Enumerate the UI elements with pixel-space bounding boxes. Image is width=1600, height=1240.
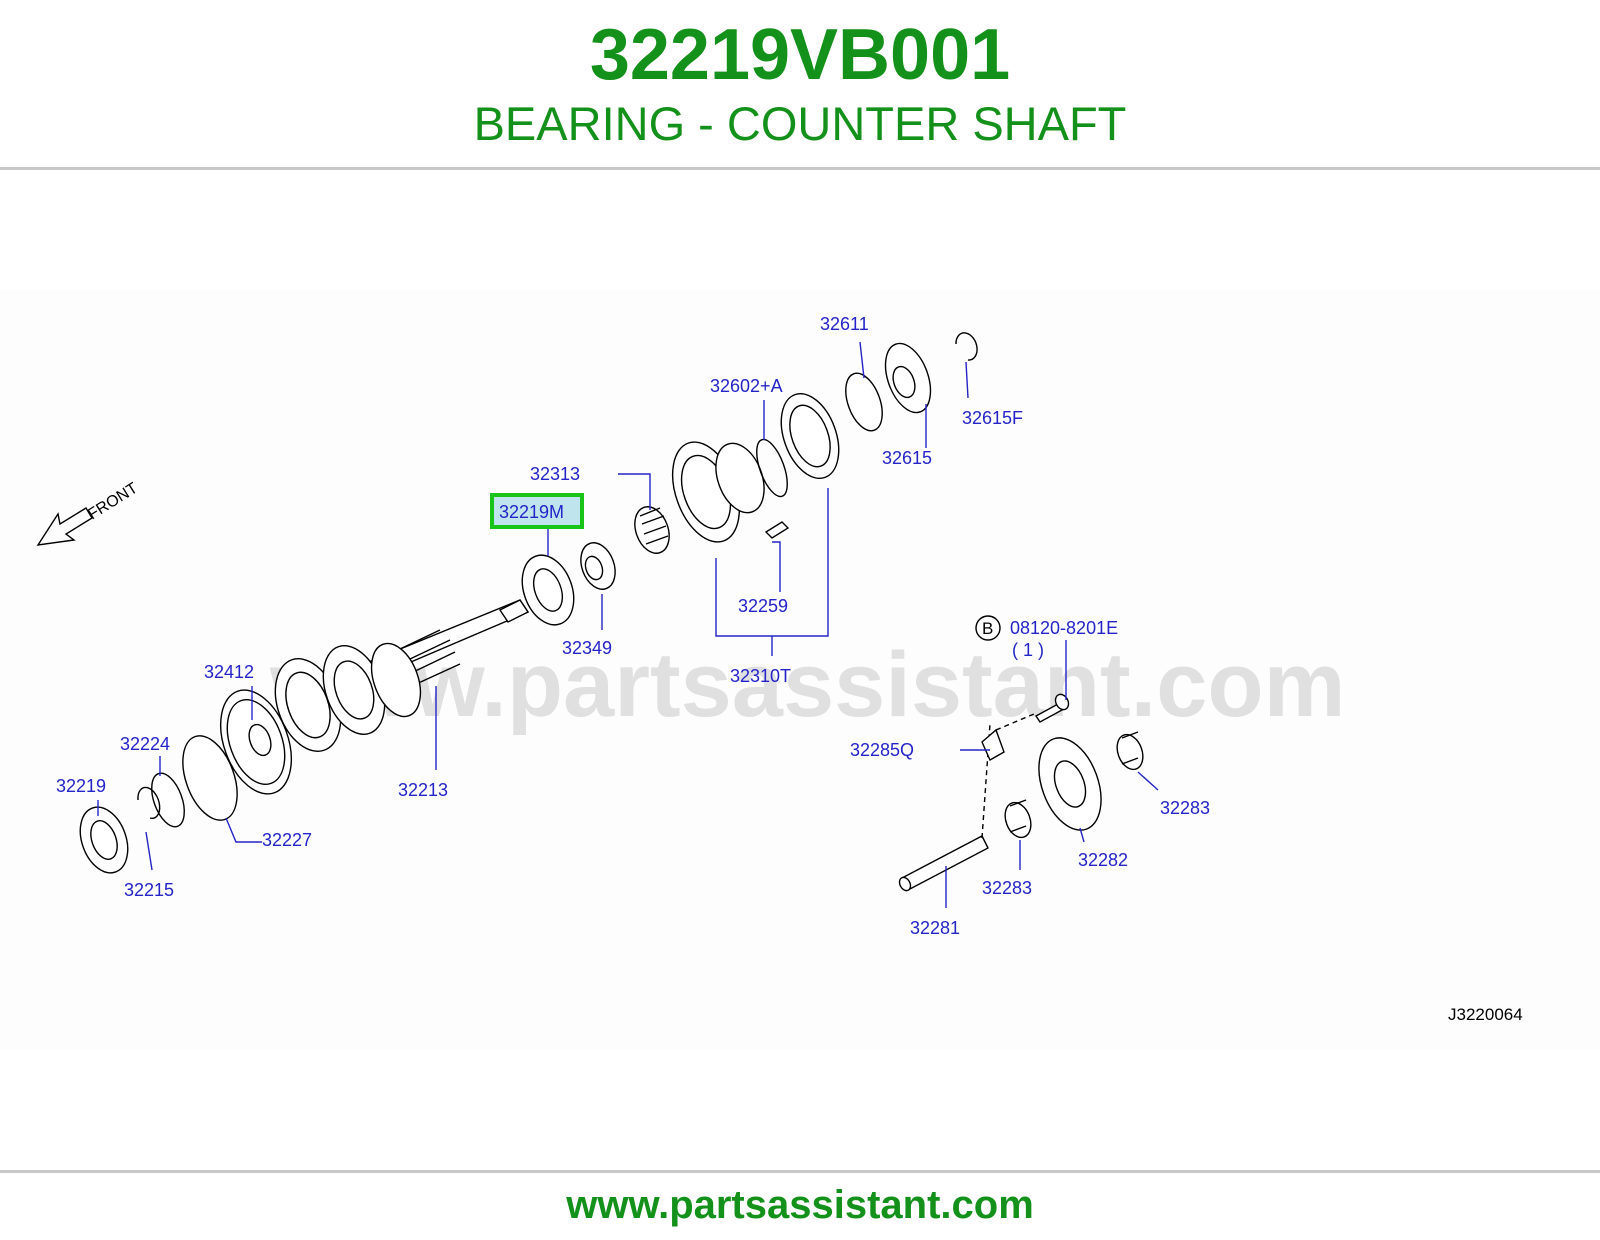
footer-url[interactable]: www.partsassistant.com — [566, 1183, 1034, 1227]
callout-08120-8201e[interactable]: 08120-8201E — [1010, 618, 1118, 638]
callout-quantity: ( 1 ) — [1012, 640, 1044, 660]
footer-divider — [0, 1170, 1600, 1173]
bolt-marker-letter: B — [982, 619, 993, 638]
bolt-marker-b: B — [975, 615, 1001, 641]
gear-32310t — [671, 441, 765, 543]
needle-bearing-32283-left — [1004, 799, 1032, 839]
callout-32349[interactable]: 32349 — [562, 638, 612, 658]
snap-ring-32615f — [955, 332, 978, 361]
callout-32283-right[interactable]: 32283 — [1160, 798, 1210, 818]
idler-shaft-32281 — [898, 835, 989, 892]
needle-bearing-32313 — [634, 506, 670, 554]
callout-32219m[interactable]: 32219M — [499, 502, 564, 522]
callout-32313[interactable]: 32313 — [530, 464, 580, 484]
watermark-text: www.partsassistant.com — [269, 634, 1345, 736]
idler-gear-32282 — [1038, 737, 1102, 831]
callout-32602a[interactable]: 32602+A — [710, 376, 783, 396]
bolt-dashed-line — [995, 713, 1035, 731]
synchro-sleeve — [780, 393, 840, 479]
diagram-code: J3220064 — [1448, 1005, 1523, 1024]
header-divider — [0, 167, 1600, 170]
baulk-ring-32611 — [845, 372, 883, 432]
key-32259 — [764, 521, 790, 539]
leader-lines — [97, 341, 1159, 908]
callout-32213[interactable]: 32213 — [398, 780, 448, 800]
callout-32615f[interactable]: 32615F — [962, 408, 1023, 428]
needle-bearing-32283-right — [1116, 731, 1144, 771]
callout-32285q[interactable]: 32285Q — [850, 740, 914, 760]
callout-32310t[interactable]: 32310T — [730, 666, 791, 686]
callout-32227[interactable]: 32227 — [262, 830, 312, 850]
shaft-gear-large — [274, 642, 422, 752]
callout-32282[interactable]: 32282 — [1078, 850, 1128, 870]
callout-32259[interactable]: 32259 — [738, 596, 788, 616]
callout-32224[interactable]: 32224 — [120, 734, 170, 754]
callout-32215[interactable]: 32215 — [124, 880, 174, 900]
part-number-title: 32219VB001 — [589, 15, 1011, 95]
callout-32412[interactable]: 32412 — [204, 662, 254, 682]
callout-32219[interactable]: 32219 — [56, 776, 106, 796]
part-name-subtitle: BEARING - COUNTER SHAFT — [473, 97, 1127, 150]
hub-32615 — [884, 342, 932, 414]
bearing-32219m — [521, 554, 575, 626]
callout-32615[interactable]: 32615 — [882, 448, 932, 468]
callout-32281[interactable]: 32281 — [910, 918, 960, 938]
gear-32412 — [220, 689, 292, 795]
thrust-washer-32227 — [182, 735, 238, 821]
callout-32283-left[interactable]: 32283 — [982, 878, 1032, 898]
front-label: FRONT — [85, 480, 141, 524]
bolt-08120-icon — [1034, 693, 1070, 723]
collar-32349 — [580, 542, 616, 590]
snap-ring-32602a — [756, 438, 788, 498]
ring-32224 — [151, 772, 185, 828]
front-arrow-icon — [36, 507, 93, 546]
callout-32611[interactable]: 32611 — [820, 314, 869, 334]
locator-dashed-line — [981, 723, 991, 839]
plate-32285q — [981, 728, 1005, 761]
parts-diagram: www.partsassistant.com FRONT — [0, 290, 1600, 1050]
snap-ring-32215 — [137, 786, 161, 819]
bearing-32219 — [79, 806, 129, 874]
highlight-box-32219m — [490, 493, 584, 529]
